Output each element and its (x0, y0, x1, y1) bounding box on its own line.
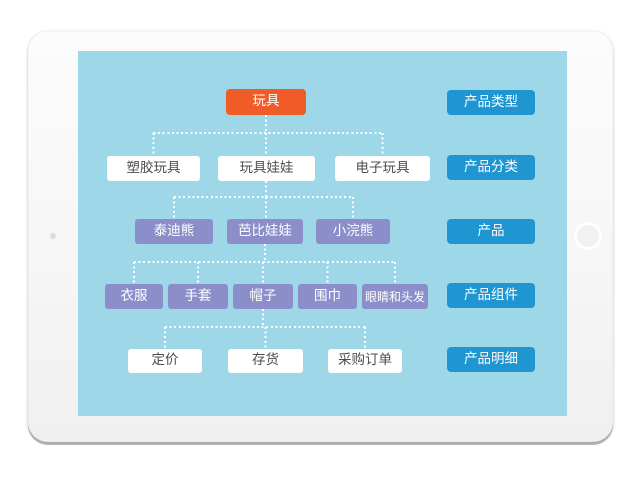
node-plastic-toys: 塑胶玩具 (107, 156, 200, 181)
row-label-product-type: 产品类型 (447, 90, 535, 115)
row-label-product-detail: 产品明细 (447, 347, 535, 372)
node-eyes-and-hair: 眼睛和头发 (362, 284, 428, 309)
row-label-product-category: 产品分类 (447, 155, 535, 180)
node-gloves: 手套 (168, 284, 228, 309)
node-scarf: 围巾 (298, 284, 357, 309)
diagram-screen: 玩具 塑胶玩具 玩具娃娃 电子玩具 泰迪熊 芭比娃娃 小浣熊 衣服 手套 帽子 … (78, 51, 567, 416)
node-electronic-toys: 电子玩具 (335, 156, 430, 181)
node-inventory: 存货 (228, 349, 303, 373)
camera-icon (50, 233, 56, 239)
node-barbie-doll: 芭比娃娃 (227, 219, 303, 244)
connector-lines (133, 115, 396, 349)
connector-root-to-level2 (152, 115, 384, 156)
node-pricing: 定价 (128, 349, 202, 373)
node-toys: 玩具 (226, 89, 306, 115)
connector-dolls-to-level3 (173, 181, 354, 219)
row-label-product-component: 产品组件 (447, 283, 535, 308)
node-raccoon: 小浣熊 (316, 219, 390, 244)
node-hat: 帽子 (233, 284, 293, 309)
row-label-product: 产品 (447, 219, 535, 244)
node-teddy-bear: 泰迪熊 (135, 219, 213, 244)
connector-hat-to-level5 (164, 309, 366, 349)
tablet-frame: 玩具 塑胶玩具 玩具娃娃 电子玩具 泰迪熊 芭比娃娃 小浣熊 衣服 手套 帽子 … (28, 31, 613, 442)
home-button[interactable] (574, 222, 602, 250)
node-toy-dolls: 玩具娃娃 (218, 156, 315, 181)
connector-barbie-to-level4 (133, 244, 396, 284)
node-purchase-order: 采购订单 (328, 349, 402, 373)
node-clothes: 衣服 (105, 284, 163, 309)
